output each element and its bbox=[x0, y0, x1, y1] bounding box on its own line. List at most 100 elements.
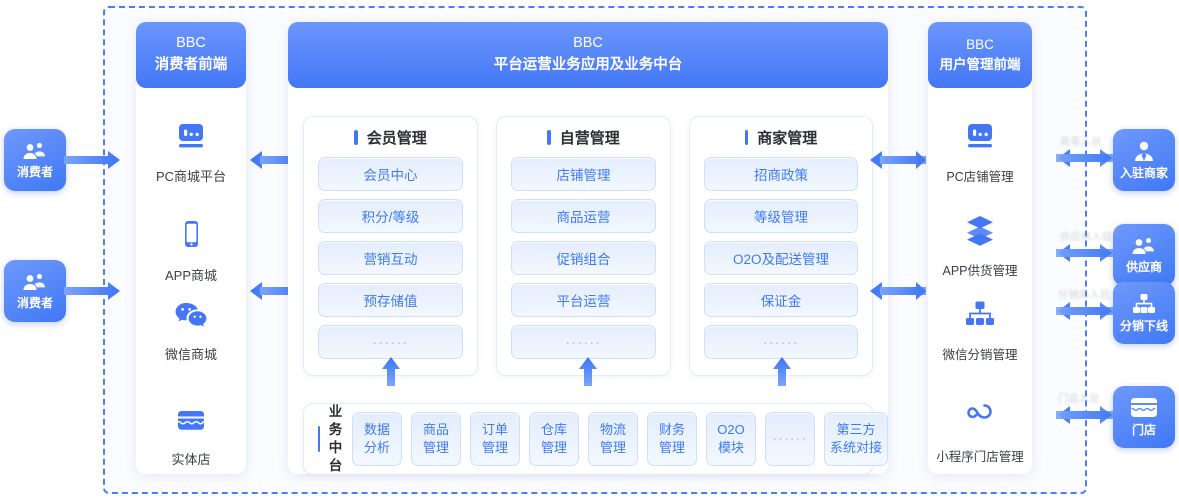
module-more[interactable]: ······ bbox=[765, 412, 815, 466]
module-finance-management[interactable]: 财务 管理 bbox=[647, 412, 697, 466]
item-deposit[interactable]: 保证金 bbox=[704, 283, 858, 317]
item-investment-policy[interactable]: 招商政策 bbox=[704, 157, 858, 191]
item-level-management[interactable]: 等级管理 bbox=[704, 199, 858, 233]
arrow-consumer2-to-front bbox=[64, 281, 120, 301]
channel-pc-shop-management[interactable]: PC店铺管理 bbox=[920, 122, 1040, 185]
arrow-front-platform-top bbox=[250, 150, 306, 170]
header-line-1: BBC bbox=[176, 35, 206, 52]
item-member-center[interactable]: 会员中心 bbox=[318, 157, 463, 191]
channel-app-mall[interactable]: APP商城 bbox=[136, 219, 246, 284]
org-tree-icon bbox=[1131, 293, 1157, 315]
actor-merchant[interactable]: 入驻商家 bbox=[1113, 129, 1175, 191]
channel-label: PC商城平台 bbox=[155, 169, 227, 184]
item-o2o-delivery-management[interactable]: O2O及配送管理 bbox=[704, 241, 858, 275]
title-bar-icon bbox=[318, 426, 320, 452]
channel-label: 小程序门店管理 bbox=[936, 450, 1024, 464]
header-line-1: BBC bbox=[573, 35, 603, 52]
actor-supplier[interactable]: 供应商 bbox=[1113, 224, 1175, 286]
module-product-management[interactable]: 商品 管理 bbox=[411, 412, 461, 466]
actor-label: 消费者 bbox=[16, 164, 53, 179]
channel-pc-mall[interactable]: PC商城平台 bbox=[136, 122, 246, 185]
platform-header: BBC 平台运营业务应用及业务中台 bbox=[288, 22, 888, 88]
arrow-front-platform-bottom bbox=[250, 281, 306, 301]
actor-consumer-2[interactable]: 消费者 bbox=[4, 260, 66, 322]
channel-label: PC店铺管理 bbox=[946, 170, 1014, 184]
arrow-midplat-to-merchant bbox=[772, 356, 792, 386]
actor-label: 入驻商家 bbox=[1119, 165, 1168, 180]
channel-wechat-distribution-management[interactable]: 微信分销管理 bbox=[920, 300, 1040, 363]
consumer-front-header: BBC 消费者前端 bbox=[136, 22, 246, 88]
users-icon bbox=[22, 141, 48, 161]
header-line-2: 消费者前端 bbox=[154, 57, 228, 73]
item-prepaid-value[interactable]: 预存储值 bbox=[318, 283, 463, 317]
channel-app-supply-management[interactable]: APP供货管理 bbox=[920, 214, 1040, 279]
connector-caption-merchant: 商家入驻 bbox=[1060, 137, 1102, 148]
item-shop-management[interactable]: 店铺管理 bbox=[511, 157, 656, 191]
users-icon bbox=[22, 272, 48, 292]
module-logistics-management[interactable]: 物流 管理 bbox=[588, 412, 638, 466]
channel-label: 实体店 bbox=[171, 452, 211, 467]
channel-physical-store[interactable]: 实体店 bbox=[136, 407, 246, 468]
arrow-distributor bbox=[1056, 301, 1114, 321]
monitor-icon bbox=[174, 122, 208, 157]
connector-caption-shop: 门店入驻 bbox=[1058, 394, 1100, 405]
arrow-platform-userfront-bottom bbox=[870, 281, 926, 301]
user-front-header: BBC 用户管理前端 bbox=[928, 22, 1032, 88]
middle-platform-strip: 业务 中台 数据 分析 商品 管理 订单 管理 仓库 管理 物流 管理 bbox=[303, 403, 888, 476]
store-icon bbox=[1129, 396, 1159, 419]
item-more[interactable]: ······ bbox=[318, 325, 463, 359]
arrow-supplier bbox=[1056, 243, 1114, 263]
item-more[interactable]: ······ bbox=[511, 325, 656, 359]
arrow-shop bbox=[1056, 405, 1114, 425]
layers-icon bbox=[962, 214, 998, 251]
user-tie-icon bbox=[1132, 140, 1156, 162]
user-front-panel: BBC 用户管理前端 PC店铺管理 APP供货管理 微信分销管理 小程序门店管理 bbox=[928, 22, 1032, 474]
actor-distributor[interactable]: 分销下线 bbox=[1113, 282, 1175, 344]
actor-label: 供应商 bbox=[1125, 259, 1162, 274]
item-promotion-combo[interactable]: 促销组合 bbox=[511, 241, 656, 275]
title-bar-icon bbox=[354, 129, 358, 145]
item-product-operation[interactable]: 商品运营 bbox=[511, 199, 656, 233]
consumer-front-panel: BBC 消费者前端 PC商城平台 APP商城 微信商城 实体店 bbox=[136, 22, 246, 474]
actor-consumer-1[interactable]: 消费者 bbox=[4, 129, 66, 191]
channel-label: APP供货管理 bbox=[942, 264, 1018, 278]
mobile-icon bbox=[174, 219, 208, 256]
arrow-midplat-to-member bbox=[381, 356, 401, 386]
item-platform-operation[interactable]: 平台运营 bbox=[511, 283, 656, 317]
module-order-management[interactable]: 订单 管理 bbox=[470, 412, 520, 466]
channel-wechat-mall[interactable]: 微信商城 bbox=[136, 300, 246, 363]
item-points-level[interactable]: 积分/等级 bbox=[318, 199, 463, 233]
module-data-analysis[interactable]: 数据 分析 bbox=[352, 412, 402, 466]
wechat-icon bbox=[173, 300, 209, 335]
module-o2o[interactable]: O2O 模块 bbox=[706, 412, 756, 466]
channel-label: 微信商城 bbox=[164, 347, 217, 362]
users-icon bbox=[1131, 236, 1157, 256]
column-merchant-management: 商家管理 招商政策 等级管理 O2O及配送管理 保证金 ······ bbox=[689, 116, 873, 376]
column-member-management: 会员管理 会员中心 积分/等级 营销互动 预存储值 ······ bbox=[303, 116, 478, 376]
actor-label: 消费者 bbox=[16, 295, 53, 310]
miniprogram-icon bbox=[963, 400, 997, 437]
org-tree-icon bbox=[962, 300, 998, 335]
actor-shop[interactable]: 门店 bbox=[1113, 386, 1175, 448]
actor-label: 门店 bbox=[1131, 423, 1156, 437]
column-title: 自营管理 bbox=[497, 117, 670, 157]
title-bar-icon bbox=[547, 129, 551, 145]
store-icon bbox=[173, 407, 209, 440]
connector-caption-distributor: 分销商入驻 bbox=[1058, 290, 1111, 301]
column-title: 会员管理 bbox=[304, 117, 477, 157]
item-marketing-interaction[interactable]: 营销互动 bbox=[318, 241, 463, 275]
arrow-merchant bbox=[1056, 148, 1114, 168]
actor-label: 分销下线 bbox=[1119, 318, 1168, 333]
channel-label: APP商城 bbox=[164, 268, 217, 283]
arrow-midplat-to-self-operated bbox=[578, 356, 598, 386]
platform-panel: BBC 平台运营业务应用及业务中台 会员管理 会员中心 积分/等级 营销互动 预… bbox=[288, 22, 888, 476]
column-title: 商家管理 bbox=[690, 117, 872, 157]
channel-label: 微信分销管理 bbox=[942, 348, 1018, 362]
item-more[interactable]: ······ bbox=[704, 325, 858, 359]
arrow-consumer1-to-front bbox=[64, 150, 120, 170]
module-third-party-integration[interactable]: 第三方 系统对接 bbox=[824, 412, 888, 466]
middle-platform-title: 业务 中台 bbox=[318, 403, 343, 476]
module-warehouse-management[interactable]: 仓库 管理 bbox=[529, 412, 579, 466]
connector-caption-supplier: 供应商入驻 bbox=[1060, 232, 1113, 243]
channel-miniprogram-store-management[interactable]: 小程序门店管理 bbox=[920, 400, 1040, 465]
